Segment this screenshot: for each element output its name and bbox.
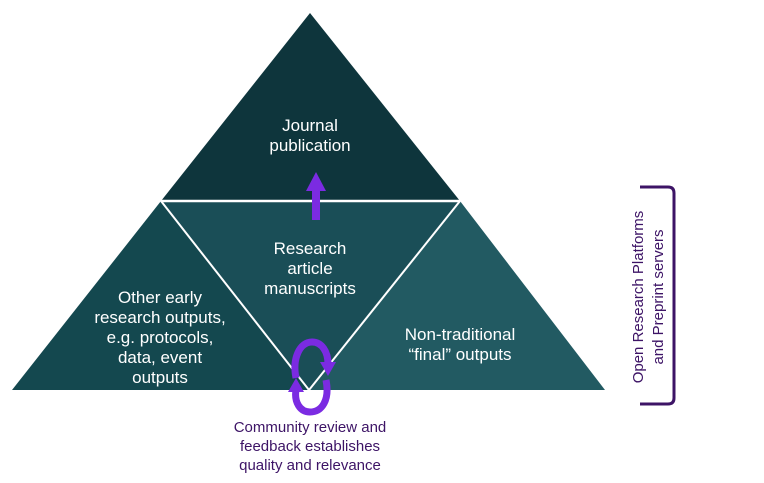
bracket — [640, 185, 676, 406]
top-triangle — [161, 13, 460, 201]
refresh-cycle-icon — [288, 338, 336, 416]
left-section-label: Other early research outputs, e.g. proto… — [94, 288, 226, 387]
top-section-label: Journal publication — [269, 116, 351, 155]
divider-left-diagonal — [160, 200, 310, 391]
center-triangle — [161, 201, 460, 390]
bracket-label: Open Research Platforms and Preprint ser… — [630, 210, 667, 384]
left-triangle — [12, 201, 309, 390]
divider-right-diagonal — [308, 200, 461, 391]
center-section-label: Research article manuscripts — [264, 239, 356, 298]
arrow-up-icon — [306, 172, 326, 220]
right-triangle — [309, 201, 605, 390]
bottom-caption: Community review and feedback establishe… — [233, 419, 387, 474]
right-section-label: Non-traditional “final” outputs — [404, 325, 516, 364]
